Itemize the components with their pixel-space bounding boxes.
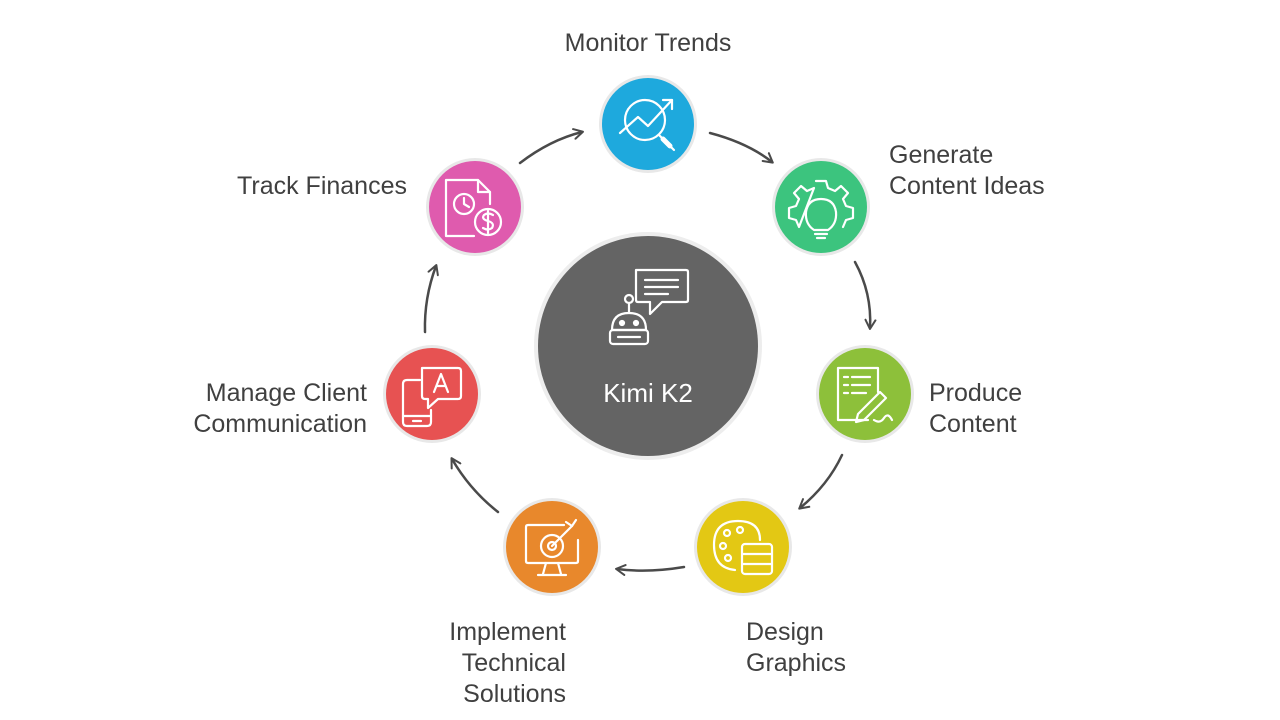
monitor-target-icon [524, 518, 580, 577]
robot-chat-icon [608, 268, 690, 346]
step-circle [429, 161, 521, 253]
arrow-manage-to-track [423, 264, 439, 334]
step-circle [775, 161, 867, 253]
step-circle [602, 78, 694, 170]
step-manage-client-communication [383, 345, 481, 443]
step-track-finances [426, 158, 524, 256]
hub-node [534, 232, 762, 460]
step-label-manage-client-communication: Manage Client Communication [193, 379, 367, 438]
step-label-implement-technical-solutions: Implement Technical Solutions [449, 618, 566, 708]
step-produce-content [816, 345, 914, 443]
arrow-produce-to-design [798, 453, 844, 510]
step-design-graphics [694, 498, 792, 596]
arrow-design-to-implement [615, 564, 686, 576]
arrow-generate-to-produce [853, 260, 877, 330]
arrow-implement-to-manage [450, 457, 500, 514]
step-monitor-trends [599, 75, 697, 173]
step-circle [386, 348, 478, 440]
step-label-track-finances: Track Finances [237, 172, 407, 200]
step-label-produce-content: Produce Content [929, 379, 1023, 438]
arrow-monitor-to-generate [708, 131, 774, 164]
trend-magnifier-icon [618, 98, 676, 152]
step-label-generate-content-ideas: Generate Content Ideas [889, 141, 1045, 200]
step-generate-content-ideas [772, 158, 870, 256]
arrow-track-to-monitor [518, 128, 584, 165]
step-label-monitor-trends: Monitor Trends [564, 29, 732, 57]
document-pen-icon [836, 366, 894, 424]
step-label-design-graphics: Design Graphics [746, 618, 847, 677]
hub-label: Kimi K2 [603, 378, 693, 408]
gear-lightbulb-icon [787, 179, 855, 240]
document-clock-dollar-icon [444, 178, 503, 238]
palette-swatch-icon [712, 519, 774, 576]
hub-circle [538, 236, 758, 456]
connector-arrows [423, 128, 877, 576]
step-implement-technical-solutions [503, 498, 601, 596]
phone-chat-icon [401, 366, 463, 428]
